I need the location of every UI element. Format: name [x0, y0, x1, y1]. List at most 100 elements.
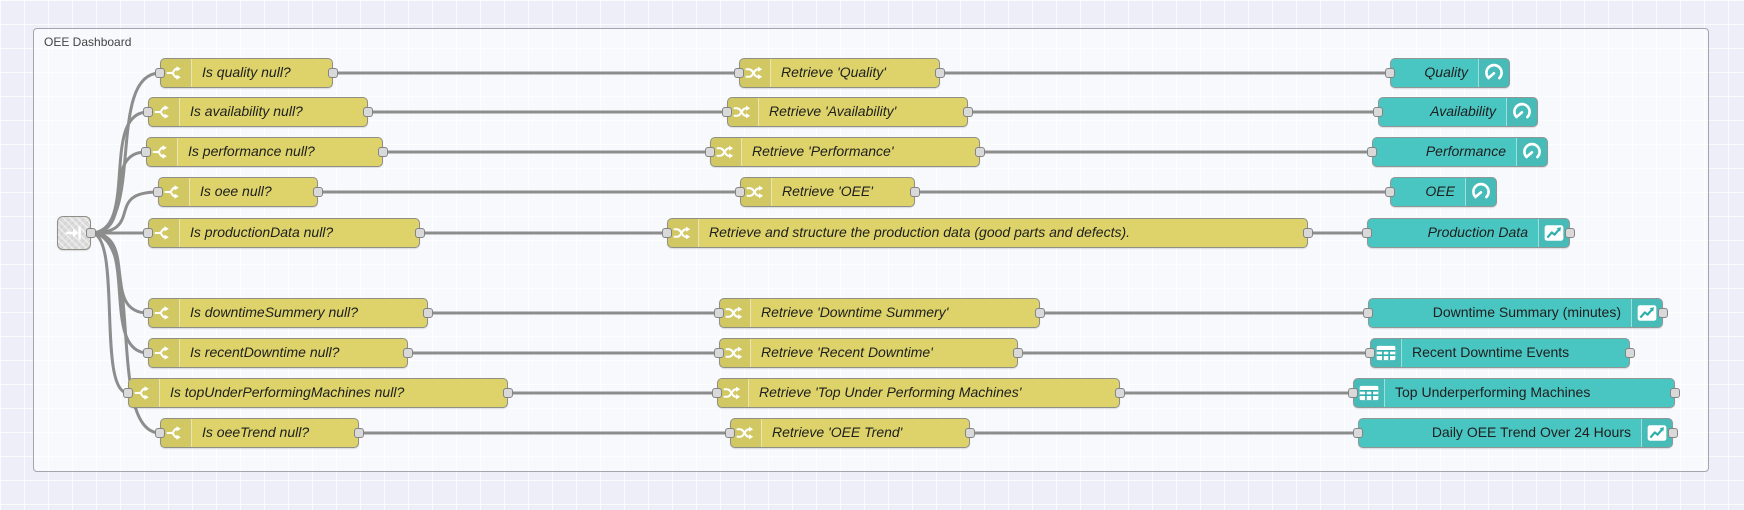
switch-icon: [149, 219, 180, 247]
output-port[interactable]: [1035, 308, 1045, 318]
node-label: Daily OEE Trend Over 24 Hours: [1431, 424, 1631, 440]
change-icon: [720, 339, 751, 367]
node-label: Is topUnderPerformingMachines null?: [170, 384, 405, 400]
node-label: Recent Downtime Events: [1412, 344, 1570, 360]
input-port[interactable]: [714, 348, 724, 358]
node-label: Is oeeTrend null?: [202, 424, 310, 440]
switch-icon: [149, 98, 180, 126]
change-icon: [740, 59, 771, 87]
change-node-retrieve-oee-trend[interactable]: Retrieve 'OEE Trend': [725, 418, 975, 448]
output-port[interactable]: [965, 428, 975, 438]
output-port[interactable]: [963, 107, 973, 117]
input-port[interactable]: [143, 308, 153, 318]
wire[interactable]: [89, 231, 130, 395]
change-node-retrieve-production-data[interactable]: Retrieve and structure the production da…: [662, 218, 1313, 248]
change-node-retrieve-quality[interactable]: Retrieve 'Quality': [734, 58, 945, 88]
output-port[interactable]: [1670, 388, 1680, 398]
output-port[interactable]: [423, 308, 433, 318]
output-port[interactable]: [935, 68, 945, 78]
output-port[interactable]: [378, 147, 388, 157]
input-port[interactable]: [1353, 428, 1363, 438]
output-port[interactable]: [313, 187, 323, 197]
input-port[interactable]: [662, 228, 672, 238]
switch-node-is-topunderperformingmachines-null[interactable]: Is topUnderPerformingMachines null?: [123, 378, 513, 408]
change-node-retrieve-performance[interactable]: Retrieve 'Performance': [705, 137, 985, 167]
chart-icon: [1538, 219, 1569, 247]
table-node-top-underperforming-machines[interactable]: Top Underperforming Machines: [1348, 378, 1680, 408]
input-port[interactable]: [155, 68, 165, 78]
input-port[interactable]: [1348, 388, 1358, 398]
input-port[interactable]: [1362, 228, 1372, 238]
output-port[interactable]: [503, 388, 513, 398]
output-port[interactable]: [1303, 228, 1313, 238]
chart-node-production-data[interactable]: Production Data: [1362, 218, 1575, 248]
switch-node-is-productiondata-null[interactable]: Is productionData null?: [143, 218, 425, 248]
wire[interactable]: [89, 190, 160, 235]
change-node-retrieve-availability[interactable]: Retrieve 'Availability': [722, 97, 973, 127]
wire[interactable]: [89, 110, 150, 235]
input-port[interactable]: [714, 308, 724, 318]
wire[interactable]: [89, 231, 150, 355]
input-port[interactable]: [123, 388, 133, 398]
link-in-node[interactable]: [57, 216, 96, 250]
output-port[interactable]: [1013, 348, 1023, 358]
chart-node-downtime-summary-minutes[interactable]: Downtime Summary (minutes): [1363, 298, 1668, 328]
change-node-retrieve-top-under-performing-machines[interactable]: Retrieve 'Top Under Performing Machines': [712, 378, 1125, 408]
input-port[interactable]: [1385, 187, 1395, 197]
input-port[interactable]: [143, 228, 153, 238]
chart-node-daily-oee-trend-over-24-hours[interactable]: Daily OEE Trend Over 24 Hours: [1353, 418, 1678, 448]
switch-node-is-quality-null[interactable]: Is quality null?: [155, 58, 338, 88]
input-port[interactable]: [155, 428, 165, 438]
input-port[interactable]: [143, 107, 153, 117]
switch-node-is-performance-null[interactable]: Is performance null?: [141, 137, 388, 167]
change-icon: [741, 178, 772, 206]
input-port[interactable]: [712, 388, 722, 398]
table-node-recent-downtime-events[interactable]: Recent Downtime Events: [1365, 338, 1635, 368]
node-label: Is productionData null?: [190, 224, 334, 240]
output-port[interactable]: [1115, 388, 1125, 398]
input-port[interactable]: [1365, 348, 1375, 358]
input-port[interactable]: [725, 428, 735, 438]
gauge-node-performance[interactable]: Performance: [1367, 137, 1548, 167]
gauge-icon: [1506, 98, 1537, 126]
switch-node-is-oee-null[interactable]: Is oee null?: [153, 177, 323, 207]
switch-node-is-availability-null[interactable]: Is availability null?: [143, 97, 373, 127]
output-port[interactable]: [1625, 348, 1635, 358]
input-port[interactable]: [143, 348, 153, 358]
wire[interactable]: [89, 150, 148, 235]
output-port[interactable]: [403, 348, 413, 358]
switch-node-is-oeetrend-null[interactable]: Is oeeTrend null?: [155, 418, 364, 448]
input-port[interactable]: [1373, 107, 1383, 117]
input-port[interactable]: [705, 147, 715, 157]
input-port[interactable]: [141, 147, 151, 157]
gauge-node-quality[interactable]: Quality: [1385, 58, 1510, 88]
output-port[interactable]: [363, 107, 373, 117]
change-node-retrieve-recent-downtime[interactable]: Retrieve 'Recent Downtime': [714, 338, 1023, 368]
input-port[interactable]: [735, 187, 745, 197]
output-port[interactable]: [1658, 308, 1668, 318]
output-port[interactable]: [1668, 428, 1678, 438]
output-port[interactable]: [328, 68, 338, 78]
change-icon: [731, 419, 762, 447]
input-port[interactable]: [153, 187, 163, 197]
output-port[interactable]: [415, 228, 425, 238]
output-port[interactable]: [975, 147, 985, 157]
output-port[interactable]: [86, 228, 96, 238]
input-port[interactable]: [722, 107, 732, 117]
gauge-node-availability[interactable]: Availability: [1373, 97, 1538, 127]
change-node-retrieve-oee[interactable]: Retrieve 'OEE': [735, 177, 920, 207]
gauge-icon: [1516, 138, 1547, 166]
input-port[interactable]: [1363, 308, 1373, 318]
gauge-node-oee[interactable]: OEE: [1385, 177, 1497, 207]
switch-node-is-downtimesummery-null[interactable]: Is downtimeSummery null?: [143, 298, 433, 328]
output-port[interactable]: [910, 187, 920, 197]
wire[interactable]: [89, 231, 162, 435]
output-port[interactable]: [1565, 228, 1575, 238]
output-port[interactable]: [354, 428, 364, 438]
switch-node-is-recentdowntime-null[interactable]: Is recentDowntime null?: [143, 338, 413, 368]
input-port[interactable]: [1367, 147, 1377, 157]
input-port[interactable]: [1385, 68, 1395, 78]
change-node-retrieve-downtime-summery[interactable]: Retrieve 'Downtime Summery': [714, 298, 1045, 328]
input-port[interactable]: [734, 68, 744, 78]
